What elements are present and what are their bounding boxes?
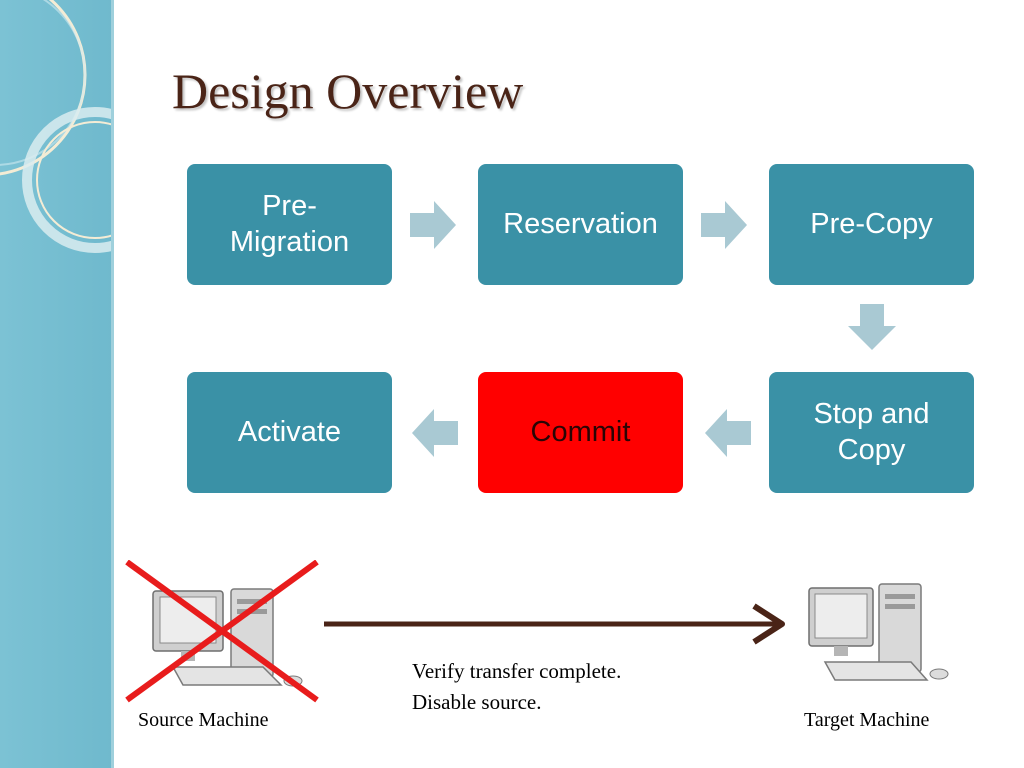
arrow-right-icon	[701, 201, 747, 249]
transfer-note: Verify transfer complete. Disable source…	[412, 656, 621, 718]
source-machine-label: Source Machine	[138, 709, 269, 731]
note-line-1: Verify transfer complete.	[412, 659, 622, 683]
arrow-left-icon	[705, 409, 751, 457]
step-stop-and-copy: Stop and Copy	[769, 372, 974, 493]
step-activate: Activate	[187, 372, 392, 493]
decorative-sidebar	[0, 0, 113, 768]
slide-title: Design Overview	[172, 63, 524, 119]
step-pre-migration: Pre- Migration	[187, 164, 392, 285]
transfer-arrow-icon	[324, 603, 785, 645]
source-computer-icon	[125, 560, 319, 703]
target-machine-label: Target Machine	[804, 709, 930, 731]
target-computer-icon	[808, 583, 949, 681]
note-line-2: Disable source.	[412, 690, 542, 714]
step-reservation: Reservation	[478, 164, 683, 285]
sidebar-divider	[111, 0, 114, 768]
arrow-right-icon	[410, 201, 456, 249]
step-commit: Commit	[478, 372, 683, 493]
sidebar-rings-icon	[0, 0, 113, 253]
arrow-left-icon	[412, 409, 458, 457]
arrow-down-icon	[848, 304, 896, 350]
step-pre-copy: Pre-Copy	[769, 164, 974, 285]
